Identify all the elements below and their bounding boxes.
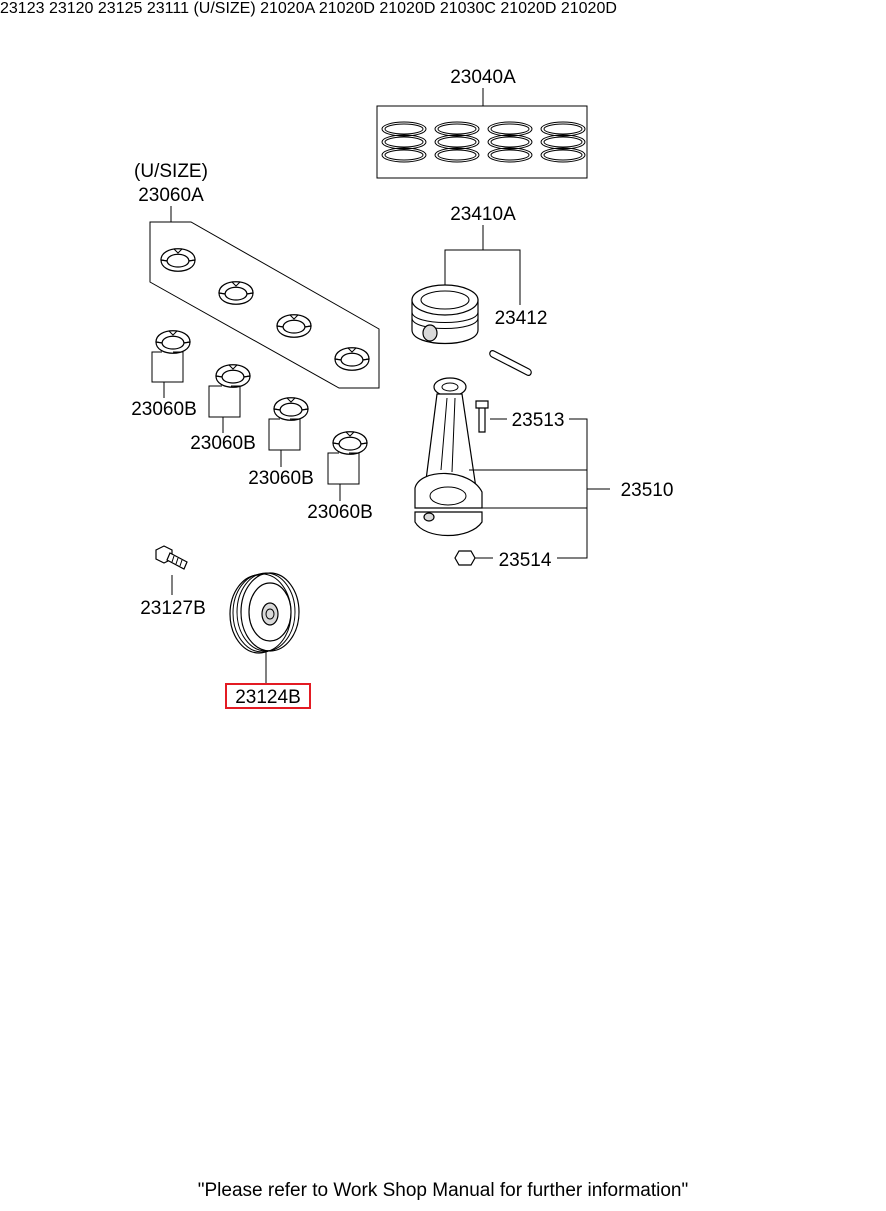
label-bearing-d2: 21020D bbox=[379, 0, 436, 17]
piston-assembly: 23410A 23412 bbox=[411, 204, 548, 376]
label-key: 23125 bbox=[97, 0, 143, 17]
bearing-23060b-1: 23060B bbox=[131, 330, 197, 420]
label-washer: 23123 bbox=[0, 0, 45, 17]
pulley-bolt: 23127B bbox=[140, 545, 206, 619]
label-thrust-bearing: 21030C bbox=[439, 0, 496, 17]
label-bearing-b3: 23060B bbox=[248, 468, 314, 489]
label-usize-top: (U/SIZE) bbox=[134, 161, 208, 182]
footer-note: "Please refer to Work Shop Manual for fu… bbox=[197, 1180, 689, 1201]
crankshaft: 23111 bbox=[147, 0, 194, 17]
label-conrod-bolt: 23513 bbox=[512, 410, 565, 431]
label-usize-bottom: (U/SIZE) bbox=[193, 0, 256, 17]
bearing-23060b-4: 23060B bbox=[307, 431, 373, 523]
label-crankshaft: 23111 bbox=[146, 0, 189, 17]
label-piston-pin: 23412 bbox=[495, 308, 548, 329]
bearing-23060b-2: 23060B bbox=[190, 364, 256, 454]
label-bearing-b1: 23060B bbox=[131, 399, 197, 420]
bearing-21020d-4: 21020D bbox=[561, 0, 617, 17]
bearing-21020d-2: 21020D bbox=[379, 0, 440, 17]
upper-main-bearing-set: (U/SIZE) 23060A bbox=[134, 161, 380, 389]
connecting-rod-assembly: 23513 23510 23514 bbox=[414, 377, 674, 571]
label-main-bearing-set-bottom: 21020A bbox=[260, 0, 315, 17]
label-bearing-b2: 23060B bbox=[190, 433, 256, 454]
bearing-21020d-3: 21020D bbox=[500, 0, 561, 17]
label-pulley-bolt: 23127B bbox=[140, 598, 206, 619]
label-piston-assy: 23410A bbox=[450, 204, 516, 225]
label-piston-rings: 23040A bbox=[450, 67, 516, 88]
woodruff-key: 23125 bbox=[98, 0, 147, 17]
label-bearing-b4: 23060B bbox=[307, 502, 373, 523]
crank-sprocket: 23120 bbox=[49, 0, 98, 17]
label-conrod-nut: 23514 bbox=[499, 550, 552, 571]
thrust-bearing-21030c: 21030C bbox=[440, 0, 501, 17]
label-conrod-assy: 23510 bbox=[621, 480, 674, 501]
label-bearing-d1: 21020D bbox=[318, 0, 375, 17]
label-main-bearing-set-top: 23060A bbox=[138, 185, 204, 206]
piston-ring-set: 23040A bbox=[376, 67, 588, 179]
lower-main-bearing-set: (U/SIZE) 21020A bbox=[193, 0, 318, 17]
highlight-box[interactable] bbox=[225, 683, 311, 709]
bearing-21020d-1: 21020D bbox=[319, 0, 380, 17]
washer: 23123 bbox=[0, 0, 49, 17]
bearing-23060b-3: 23060B bbox=[248, 397, 314, 489]
label-bearing-d4: 21020D bbox=[560, 0, 617, 17]
damper-pulley: 23124B bbox=[229, 572, 301, 708]
label-sprocket: 23120 bbox=[48, 0, 94, 17]
label-bearing-d3: 21020D bbox=[500, 0, 557, 17]
label-damper-pulley: 23124B bbox=[235, 687, 301, 708]
